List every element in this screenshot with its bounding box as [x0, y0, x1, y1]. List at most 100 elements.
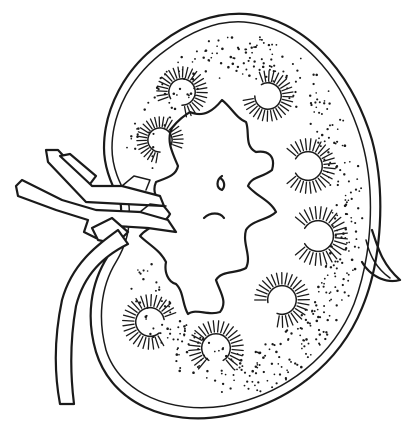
pyramid-8 — [189, 321, 243, 369]
cortex-dot — [184, 330, 186, 332]
pyramid-striation — [213, 321, 214, 332]
cortex-dot — [351, 259, 354, 262]
pyramid-striation — [154, 296, 157, 307]
cortex-dot — [310, 123, 312, 125]
pyramid-striation — [324, 168, 335, 169]
cortex-dot — [172, 338, 174, 340]
cortex-dot — [295, 106, 297, 108]
cortex-dot — [334, 275, 336, 277]
cortex-dot — [256, 362, 258, 364]
pyramid-striation — [323, 171, 334, 174]
pyramid-7 — [123, 295, 176, 350]
cortex-dot — [202, 56, 204, 58]
pyramid-striation — [232, 350, 243, 351]
cortex-dot — [357, 165, 359, 167]
cortex-dot — [321, 134, 324, 137]
cortex-dot — [339, 119, 341, 121]
cortex-dot — [319, 101, 321, 103]
pyramid-striation — [335, 241, 347, 245]
cortex-dot — [211, 52, 213, 54]
cortex-dot — [339, 258, 341, 260]
cortex-dot — [342, 145, 344, 147]
cortex-dot — [345, 195, 347, 197]
cortex-dot — [239, 362, 242, 365]
cortex-dot — [354, 246, 356, 248]
cortex-dot — [294, 91, 296, 93]
cortex-dot — [269, 65, 271, 67]
cortex-dot — [318, 137, 320, 139]
pyramid-striation — [255, 295, 266, 297]
cortex-dot — [323, 283, 325, 285]
calyx-cup — [268, 286, 297, 315]
cortex-dot — [348, 242, 350, 244]
cortex-dot — [349, 161, 351, 163]
cortex-dot — [261, 58, 263, 60]
cortex-dot — [330, 266, 332, 268]
cortex-dot — [263, 42, 265, 44]
cortex-dot — [350, 217, 352, 219]
cortex-dot — [315, 74, 318, 77]
cortex-dot — [233, 379, 235, 381]
pyramid-striation — [158, 97, 168, 101]
cortex-dot — [324, 140, 326, 142]
cortex-dot — [130, 135, 132, 137]
cortex-dot — [274, 70, 276, 72]
cortex-dot — [358, 190, 360, 192]
cortex-dot — [222, 347, 224, 349]
pyramid-striation — [298, 294, 309, 296]
cortex-dot — [247, 388, 249, 390]
pyramid-striation — [138, 337, 143, 347]
cortex-dot — [245, 51, 247, 53]
cortex-dot — [285, 76, 287, 78]
pyramid-striation — [218, 321, 219, 332]
cortex-dot — [244, 372, 246, 374]
pyramid-striation — [306, 182, 307, 193]
cortex-dot — [276, 382, 278, 384]
pyramid-striation — [282, 102, 291, 106]
calyx-cup — [296, 152, 323, 181]
cortex-dot — [177, 326, 179, 328]
cortex-dot — [281, 366, 283, 368]
cortex-dot — [342, 120, 344, 122]
cortex-dot — [288, 358, 290, 360]
cortex-dot — [216, 45, 218, 47]
pyramid-striation — [300, 140, 303, 151]
cortex-dot — [343, 173, 345, 175]
cortex-dot — [324, 100, 326, 102]
cortex-dot — [345, 213, 347, 215]
cortex-dot — [217, 39, 219, 41]
cortex-dot — [179, 320, 181, 322]
pyramid-striation — [264, 71, 266, 81]
cortex-dot — [271, 386, 273, 388]
pyramid-striation — [165, 118, 168, 127]
cortex-dot — [196, 50, 198, 52]
pyramid-striation — [155, 337, 159, 348]
cortex-dot — [244, 385, 246, 387]
cortex-dot — [354, 222, 356, 224]
cortex-dot — [285, 330, 287, 332]
pyramid-striation — [257, 290, 267, 294]
cortex-dot — [152, 146, 154, 148]
cortex-dot — [301, 314, 303, 316]
cortex-dot — [219, 77, 221, 79]
cortex-dot — [336, 204, 338, 206]
cortex-dot — [323, 311, 325, 313]
cortex-dot — [242, 73, 244, 75]
cortex-dot — [251, 381, 253, 383]
cortex-dot — [169, 311, 171, 313]
pyramid-striation — [124, 315, 135, 318]
cortex-dot — [158, 289, 160, 291]
cortex-dot — [314, 101, 316, 103]
cortex-dot — [262, 66, 265, 69]
cortex-dot — [184, 328, 186, 330]
cortex-dot — [147, 270, 149, 272]
cortex-dot — [301, 343, 303, 345]
calyx-cup — [148, 128, 172, 152]
cortex-dot — [318, 291, 320, 293]
cortex-dot — [150, 263, 152, 265]
pyramid-6 — [255, 273, 310, 328]
pyramid-striation — [304, 210, 310, 221]
cortex-dot — [267, 380, 269, 382]
cortex-dot — [253, 60, 255, 62]
